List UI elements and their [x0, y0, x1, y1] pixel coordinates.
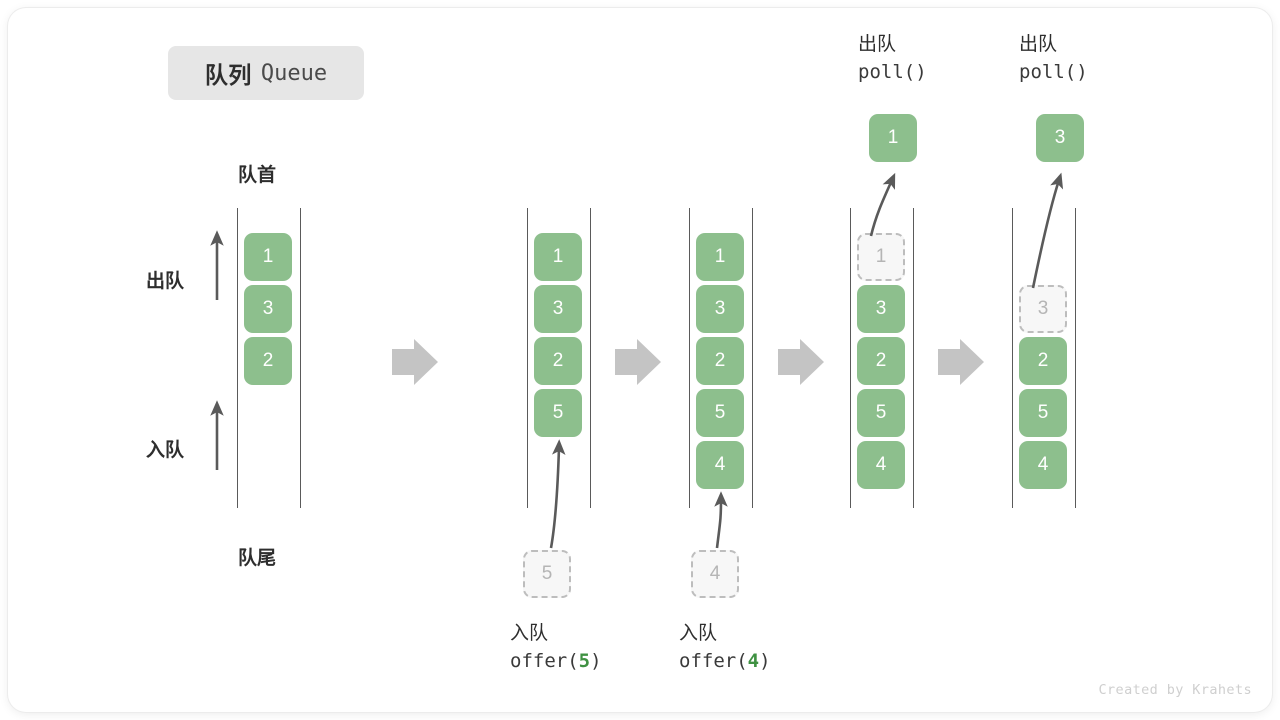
queue-column-offer-5: 1 3 2 5 [527, 208, 591, 508]
removed-item-ghost: 3 [1019, 285, 1067, 333]
title-badge: 队列 Queue [168, 46, 364, 100]
queue-item: 3 [534, 285, 582, 333]
code-prefix: poll( [1019, 60, 1077, 83]
rail-left [689, 208, 690, 508]
operation-label-poll-1: 出队 poll() [858, 31, 927, 86]
operation-label-offer-4: 入队 offer(4) [679, 620, 771, 675]
code-suffix: ) [759, 649, 771, 672]
queue-item: 3 [857, 285, 905, 333]
operation-code: poll() [1019, 59, 1088, 87]
queue-item: 3 [244, 285, 292, 333]
rail-left [1012, 208, 1013, 508]
code-suffix: ) [915, 60, 927, 83]
queue-item: 5 [857, 389, 905, 437]
queue-item: 4 [696, 441, 744, 489]
operation-code: offer(5) [510, 648, 602, 676]
rail-right [752, 208, 753, 508]
title-english: Queue [260, 60, 328, 86]
title-chinese: 队列 [204, 62, 252, 88]
operation-label-offer-5: 入队 offer(5) [510, 620, 602, 675]
queue-item: 2 [857, 337, 905, 385]
queue-column-offer-4: 1 3 2 5 4 [689, 208, 753, 508]
diagram-frame [8, 8, 1272, 712]
rail-right [300, 208, 301, 508]
dequeue-side-label: 出队 [146, 271, 185, 292]
operation-name: 入队 [679, 623, 718, 644]
queue-column-initial: 1 3 2 [237, 208, 301, 508]
rail-left [850, 208, 851, 508]
code-prefix: offer( [510, 649, 579, 672]
code-prefix: poll( [858, 60, 916, 83]
code-suffix: ) [590, 649, 602, 672]
queue-item: 2 [696, 337, 744, 385]
pending-item-box: 5 [523, 550, 571, 598]
operation-name: 出队 [1019, 34, 1058, 55]
queue-item: 1 [696, 233, 744, 281]
popped-item-box: 1 [869, 114, 917, 162]
queue-column-poll-3: 3 2 5 4 [1012, 208, 1076, 508]
credit-text: Created by Krahets [1098, 682, 1252, 698]
operation-code: offer(4) [679, 648, 771, 676]
queue-item: 1 [534, 233, 582, 281]
queue-item: 5 [1019, 389, 1067, 437]
rail-right [913, 208, 914, 508]
queue-item: 1 [244, 233, 292, 281]
rail-left [527, 208, 528, 508]
tail-label: 队尾 [238, 548, 277, 569]
removed-item-ghost: 1 [857, 233, 905, 281]
code-arg: 4 [747, 649, 760, 672]
popped-item-box: 3 [1036, 114, 1084, 162]
queue-item: 2 [244, 337, 292, 385]
queue-item: 2 [1019, 337, 1067, 385]
operation-code: poll() [858, 59, 927, 87]
code-arg: 5 [578, 649, 591, 672]
queue-item: 4 [1019, 441, 1067, 489]
code-suffix: ) [1076, 60, 1088, 83]
queue-item: 4 [857, 441, 905, 489]
operation-label-poll-3: 出队 poll() [1019, 31, 1088, 86]
operation-name: 入队 [510, 623, 549, 644]
queue-item: 5 [696, 389, 744, 437]
rail-right [590, 208, 591, 508]
enqueue-side-label: 入队 [146, 440, 185, 461]
rail-right [1075, 208, 1076, 508]
queue-item: 3 [696, 285, 744, 333]
queue-column-poll-1: 1 3 2 5 4 [850, 208, 914, 508]
pending-item-box: 4 [691, 550, 739, 598]
queue-item: 2 [534, 337, 582, 385]
code-prefix: offer( [679, 649, 748, 672]
rail-left [237, 208, 238, 508]
head-label: 队首 [238, 165, 277, 186]
operation-name: 出队 [858, 34, 897, 55]
queue-item: 5 [534, 389, 582, 437]
